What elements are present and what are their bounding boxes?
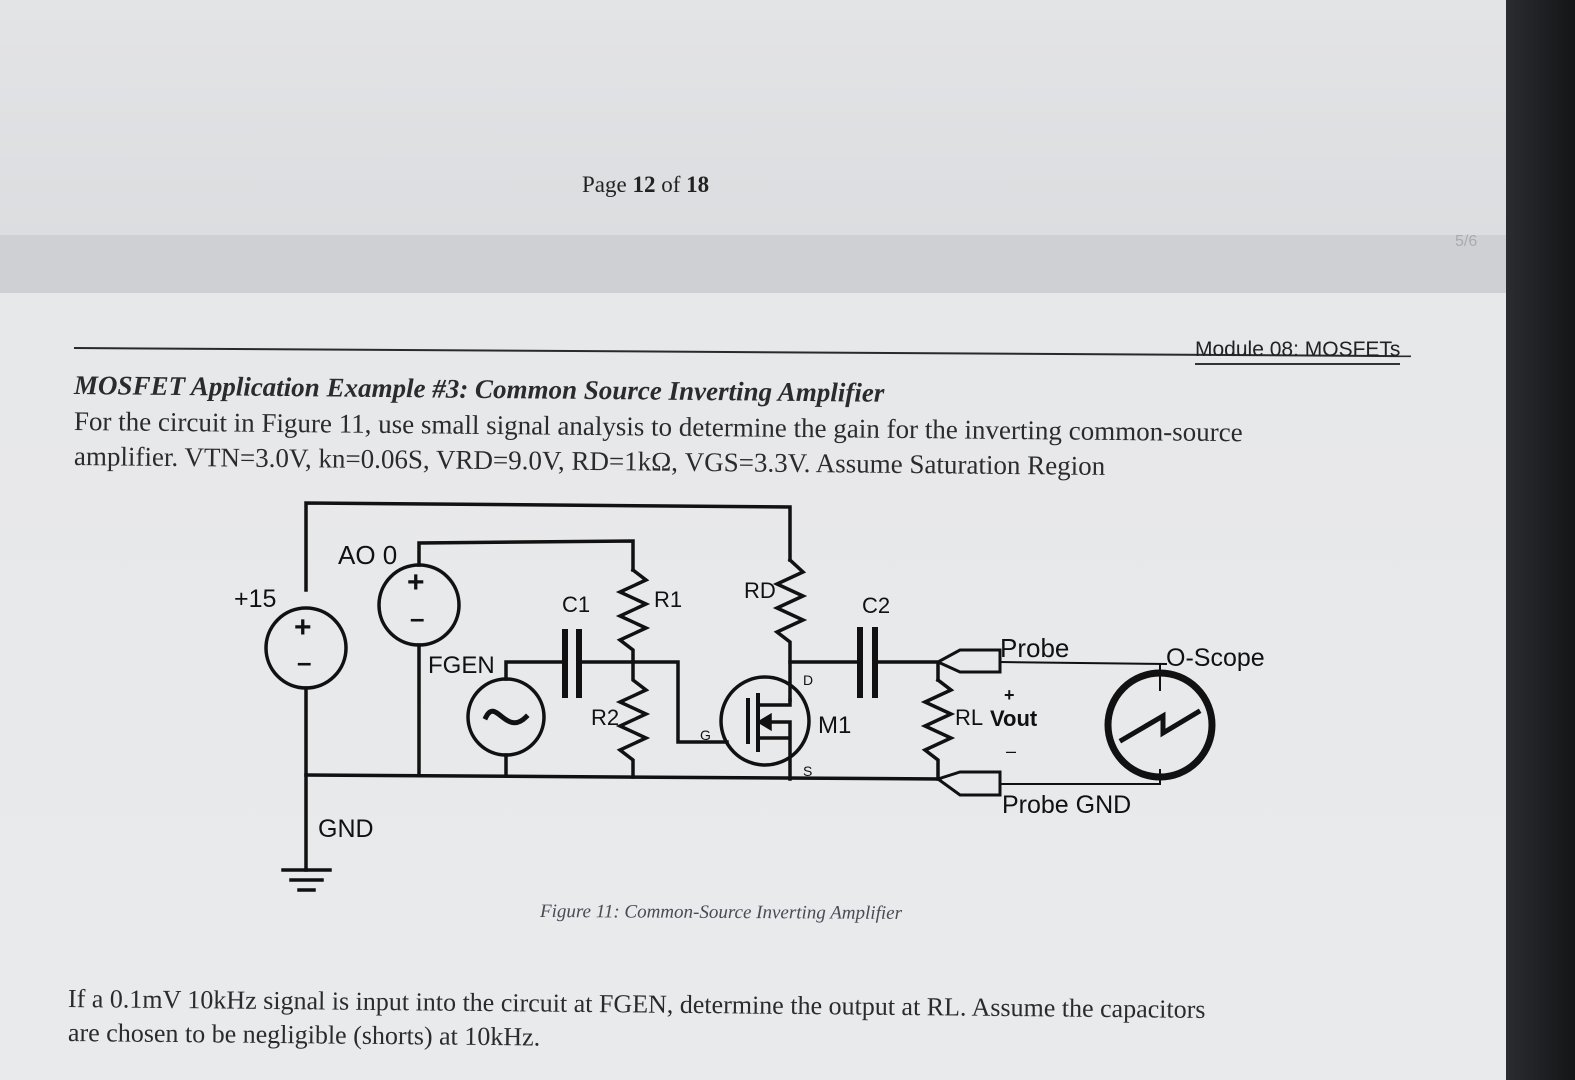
output-wire: [873, 660, 940, 682]
module-label: Module 08: MOSFETs: [1195, 338, 1401, 365]
source-label: S: [803, 763, 812, 779]
supply-plus: +: [294, 611, 312, 644]
c2-label: C2: [862, 593, 890, 618]
probe-gnd-label: Probe GND: [1002, 791, 1131, 819]
r2-symbol: [615, 660, 651, 779]
rd-symbol: [772, 557, 808, 702]
r1-symbol: [615, 567, 651, 664]
scope-label: O-Scope: [1166, 644, 1265, 672]
rl-symbol: [920, 677, 956, 781]
monitor-bezel: [1506, 0, 1575, 1080]
ao-label: AO 0: [338, 540, 397, 570]
circuit-diagram: +15 + – AO 0 + – FGEN GND C1 R1 R2 RD C2…: [234, 501, 1265, 892]
drain-label: D: [803, 672, 813, 688]
page-indicator: Page 12 of 18: [582, 172, 709, 198]
page-of: of: [661, 172, 681, 197]
bottom-wire: [304, 773, 942, 781]
probe-tip: [934, 648, 1002, 674]
c1-label: C1: [562, 592, 590, 617]
ao-wire: [417, 539, 635, 572]
page-current: 12: [632, 172, 656, 197]
mosfet-symbol: [719, 675, 811, 767]
probe-gnd-tip: [934, 770, 1002, 797]
previous-page-bottom: Page 12 of 18: [0, 0, 1506, 235]
rd-label: RD: [744, 578, 776, 603]
ao-plus: +: [407, 566, 425, 599]
vout-minus: –: [1006, 741, 1016, 761]
page-counter: 5/6: [1455, 233, 1478, 250]
ground-icon: [281, 868, 332, 892]
gate-label: G: [700, 727, 711, 743]
page-gap: [0, 235, 1506, 293]
gate-wire: [631, 660, 729, 744]
rl-label: RL: [955, 705, 983, 730]
vout-plus: +: [1004, 685, 1015, 705]
scope-icon: [1104, 669, 1216, 781]
c1-symbol: [562, 629, 582, 698]
fgen-label: FGEN: [428, 652, 495, 679]
gnd-label: GND: [318, 815, 374, 843]
supply-label: +15: [234, 585, 276, 613]
r2-label: R2: [591, 705, 619, 730]
ao-minus: –: [410, 603, 424, 633]
figure-caption: Figure 11: Common-Source Inverting Ampli…: [539, 901, 903, 924]
r1-label: R1: [654, 587, 682, 612]
page-prefix: Page: [582, 172, 627, 197]
m1-label: M1: [818, 712, 851, 739]
probe-lead: [998, 660, 1168, 666]
pdf-viewer: Page 12 of 18 5/6 Module 08: MOSFETs MOS…: [0, 0, 1506, 1080]
c2-symbol: [857, 627, 878, 698]
supply-minus: –: [297, 647, 311, 677]
probe-label: Probe: [1000, 633, 1069, 663]
document-page: [0, 293, 1506, 1080]
supply-wire: [304, 501, 792, 592]
page-total: 18: [686, 172, 710, 197]
question-line-2: are chosen to be negligible (shorts) at …: [67, 1018, 541, 1052]
vout-label: Vout: [990, 706, 1038, 731]
